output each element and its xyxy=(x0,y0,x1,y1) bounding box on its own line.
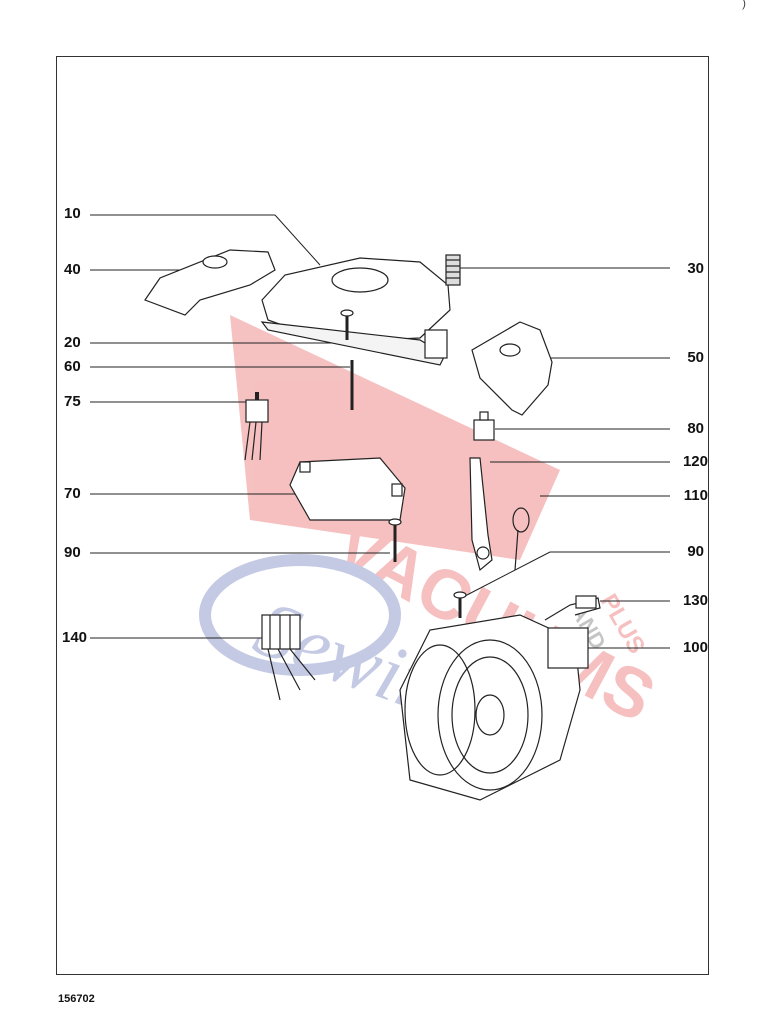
figure-number: 156702 xyxy=(58,993,95,1005)
callout-130: 130 xyxy=(682,592,708,609)
part-20-screw xyxy=(340,309,354,340)
part-100-cable-reel xyxy=(399,614,589,801)
callout-70: 70 xyxy=(64,485,81,502)
diagram-frame xyxy=(56,56,709,975)
callout-30: 30 xyxy=(687,260,704,277)
part-120-lever xyxy=(469,457,493,572)
parts xyxy=(144,249,601,801)
watermark-ring xyxy=(199,554,401,676)
callout-60: 60 xyxy=(64,358,81,375)
callout-10: 10 xyxy=(64,205,81,222)
callout-80: 80 xyxy=(687,420,704,437)
callout-40: 40 xyxy=(64,261,81,278)
callout-20: 20 xyxy=(64,334,81,351)
part-75-switch xyxy=(244,392,269,461)
part-70-bracket xyxy=(289,457,406,521)
callout-100: 100 xyxy=(682,639,708,656)
callout-75: 75 xyxy=(64,393,81,410)
callout-120: 120 xyxy=(682,453,708,470)
callout-90-left: 90 xyxy=(64,544,81,561)
leader-lines xyxy=(90,214,670,649)
part-110-spring xyxy=(512,507,530,571)
part-80-plug xyxy=(473,411,495,441)
callout-110: 110 xyxy=(683,487,708,504)
part-40-cover xyxy=(144,249,276,316)
part-140-connector xyxy=(261,614,316,701)
part-90-screw-b xyxy=(453,591,467,618)
part-90-screw-a xyxy=(388,518,402,562)
callout-50: 50 xyxy=(687,349,704,366)
part-130-power-plug xyxy=(544,595,601,621)
callout-90-right: 90 xyxy=(687,543,704,560)
part-50-cover xyxy=(471,321,553,416)
part-30-spring xyxy=(445,254,461,286)
part-10-upper-housing xyxy=(260,257,451,366)
corner-mark: ) xyxy=(742,0,746,10)
callout-140: 140 xyxy=(62,629,88,646)
